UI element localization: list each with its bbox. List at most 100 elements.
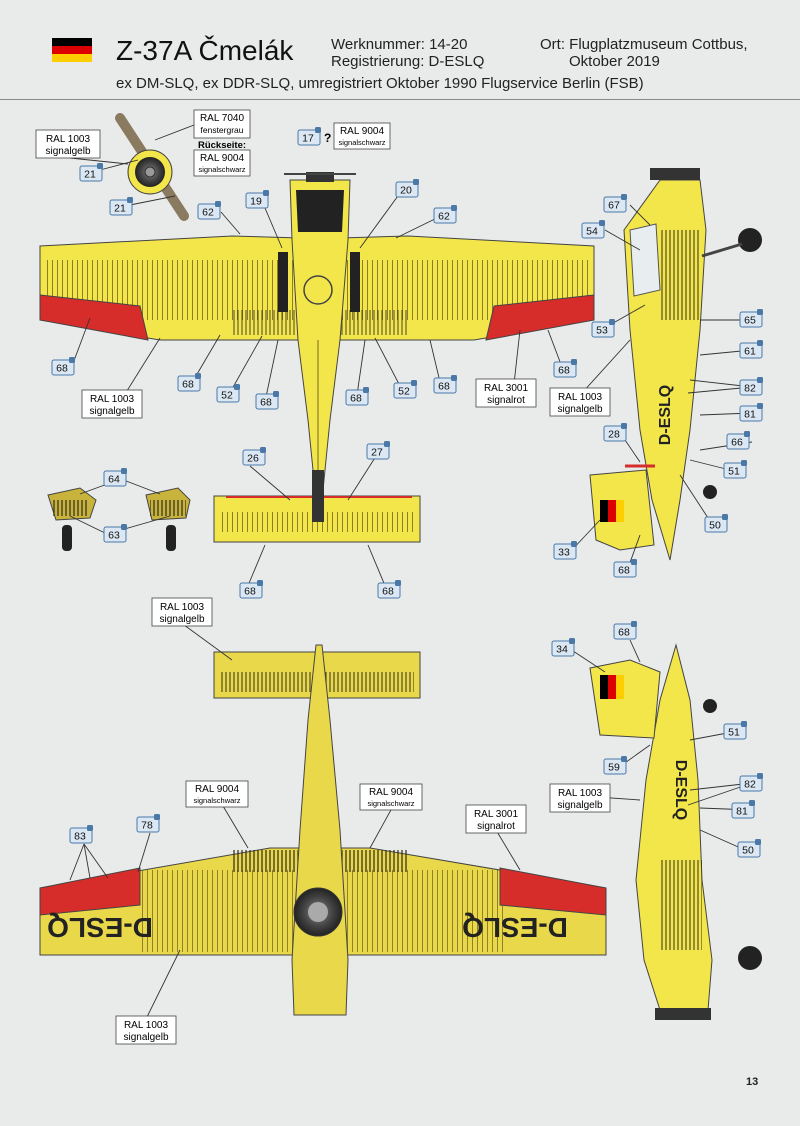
callout-c78: 78 xyxy=(136,814,160,833)
callout-c68b: 68 xyxy=(177,373,201,392)
callout-c54: 54 xyxy=(581,220,605,239)
svg-text:68: 68 xyxy=(438,381,450,393)
location-line2: Oktober 2019 xyxy=(569,53,660,70)
svg-text:68: 68 xyxy=(382,586,394,598)
callout-c82a: 82 xyxy=(739,377,763,396)
callout-c68f: 68 xyxy=(239,580,263,599)
svg-text:signalgelb: signalgelb xyxy=(159,614,204,625)
svg-text:21: 21 xyxy=(114,203,126,215)
callout-question-mark: ? xyxy=(324,131,331,145)
paint-label-ral1003-side-upper: RAL 1003 signalgelb xyxy=(549,387,611,417)
svg-text:61: 61 xyxy=(744,346,756,358)
callout-c64: 64 xyxy=(103,468,127,487)
header: Z-37A Čmelák Werknummer: 14-20 Registrie… xyxy=(0,0,800,100)
svg-text:signalgelb: signalgelb xyxy=(89,406,134,417)
callout-c50a: 50 xyxy=(704,514,728,533)
svg-text:34: 34 xyxy=(556,644,568,656)
svg-text:21: 21 xyxy=(84,169,96,181)
svg-text:17: 17 xyxy=(302,133,314,145)
page-title: Z-37A Čmelák xyxy=(116,35,294,66)
registration-bottom-right: D-ESLQ xyxy=(462,912,568,943)
svg-text:RAL 1003: RAL 1003 xyxy=(46,134,91,145)
paint-label-ral3001-top: RAL 3001 signalrot xyxy=(475,378,537,408)
svg-text:68: 68 xyxy=(56,363,68,375)
bottom-fuselage xyxy=(291,644,349,1016)
svg-text:68: 68 xyxy=(618,565,630,577)
svg-text:fenstergrau: fenstergrau xyxy=(201,125,244,135)
paint-label-ral9004-top: RAL 9004 signalschwarz xyxy=(333,122,391,150)
paint-label-ral9004-prop: RAL 9004 signalschwarz xyxy=(193,149,251,177)
svg-text:RAL 9004: RAL 9004 xyxy=(369,787,414,798)
callout-c59: 59 xyxy=(603,756,627,775)
callout-c20: 20 xyxy=(395,179,419,198)
top-view xyxy=(39,172,595,543)
callouts: 21 21 17 62 19 20 62 68 68 52 68 68 52 68 26 27 68 68 64 63… xyxy=(51,127,763,858)
svg-text:78: 78 xyxy=(141,820,153,832)
svg-text:RAL 1003: RAL 1003 xyxy=(124,1020,169,1031)
svg-text:81: 81 xyxy=(744,409,756,421)
svg-text:82: 82 xyxy=(744,779,756,791)
svg-text:signalschwarz: signalschwarz xyxy=(193,796,240,805)
callout-c83: 83 xyxy=(69,825,93,844)
paint-label-ral7040: RAL 7040 fenstergrau xyxy=(193,109,251,139)
callout-c81a: 81 xyxy=(739,403,763,422)
callout-c52b: 52 xyxy=(393,380,417,399)
callout-c68h: 68 xyxy=(553,359,577,378)
svg-text:RAL 3001: RAL 3001 xyxy=(474,809,519,820)
svg-text:68: 68 xyxy=(244,586,256,598)
registration-side-upper: D-ESLQ xyxy=(657,385,674,445)
werknummer: Werknummer: 14-20 xyxy=(331,36,468,53)
paint-label-ral9004-bottom-right: RAL 9004 signalschwarz xyxy=(359,783,423,811)
callout-c82b: 82 xyxy=(739,773,763,792)
rueckseite-label: Rückseite: xyxy=(198,140,246,151)
svg-text:62: 62 xyxy=(438,211,450,223)
svg-text:67: 67 xyxy=(608,200,620,212)
svg-text:62: 62 xyxy=(202,207,214,219)
svg-text:59: 59 xyxy=(608,762,620,774)
svg-text:27: 27 xyxy=(371,447,383,459)
bottom-aileron-left-red xyxy=(39,867,141,916)
svg-text:signalschwarz: signalschwarz xyxy=(367,799,414,808)
paint-label-ral3001-bottom: RAL 3001 signalrot xyxy=(465,804,527,834)
callout-c68d: 68 xyxy=(345,387,369,406)
callout-c67: 67 xyxy=(603,194,627,213)
svg-text:68: 68 xyxy=(350,393,362,405)
svg-text:63: 63 xyxy=(108,530,120,542)
paint-label-ral1003-bottom-wing: RAL 1003 signalgelb xyxy=(115,1015,177,1045)
svg-text:81: 81 xyxy=(736,806,748,818)
callout-c21a: 21 xyxy=(79,163,103,182)
svg-text:RAL 7040: RAL 7040 xyxy=(200,113,245,124)
svg-text:53: 53 xyxy=(596,325,608,337)
svg-text:33: 33 xyxy=(558,547,570,559)
bottom-aileron-right-red xyxy=(499,867,607,916)
leader-lines xyxy=(69,124,753,1018)
svg-text:54: 54 xyxy=(586,226,598,238)
callout-c51b: 51 xyxy=(723,721,747,740)
callout-c52a: 52 xyxy=(216,384,240,403)
svg-text:28: 28 xyxy=(608,429,620,441)
svg-text:signalrot: signalrot xyxy=(477,821,515,832)
paint-label-ral1003-bottom-tail: RAL 1003 signalgelb xyxy=(151,597,213,627)
svg-text:RAL 9004: RAL 9004 xyxy=(340,126,385,137)
callout-c17: 17 xyxy=(297,127,321,146)
callout-c68e: 68 xyxy=(433,375,457,394)
callout-c68g: 68 xyxy=(377,580,401,599)
paint-labels: RAL 1003 signalgelb RAL 7040 fenstergrau… xyxy=(35,109,611,1045)
svg-text:RAL 3001: RAL 3001 xyxy=(484,383,529,394)
svg-text:51: 51 xyxy=(728,466,740,478)
callout-c26: 26 xyxy=(242,447,266,466)
svg-text:64: 64 xyxy=(108,474,120,486)
svg-text:20: 20 xyxy=(400,185,412,197)
callout-c68j: 68 xyxy=(613,621,637,640)
registration-side-lower: D-ESLQ xyxy=(672,760,689,820)
callout-c62a: 62 xyxy=(197,201,221,220)
svg-text:68: 68 xyxy=(618,627,630,639)
callout-c19: 19 xyxy=(245,190,269,209)
svg-text:52: 52 xyxy=(398,386,410,398)
paint-label-ral1003-prop: RAL 1003 signalgelb xyxy=(35,129,101,159)
svg-text:68: 68 xyxy=(260,397,272,409)
callout-c66: 66 xyxy=(726,431,750,450)
svg-text:RAL 1003: RAL 1003 xyxy=(90,394,135,405)
paint-label-ral9004-bottom-left: RAL 9004 signalschwarz xyxy=(185,780,249,808)
